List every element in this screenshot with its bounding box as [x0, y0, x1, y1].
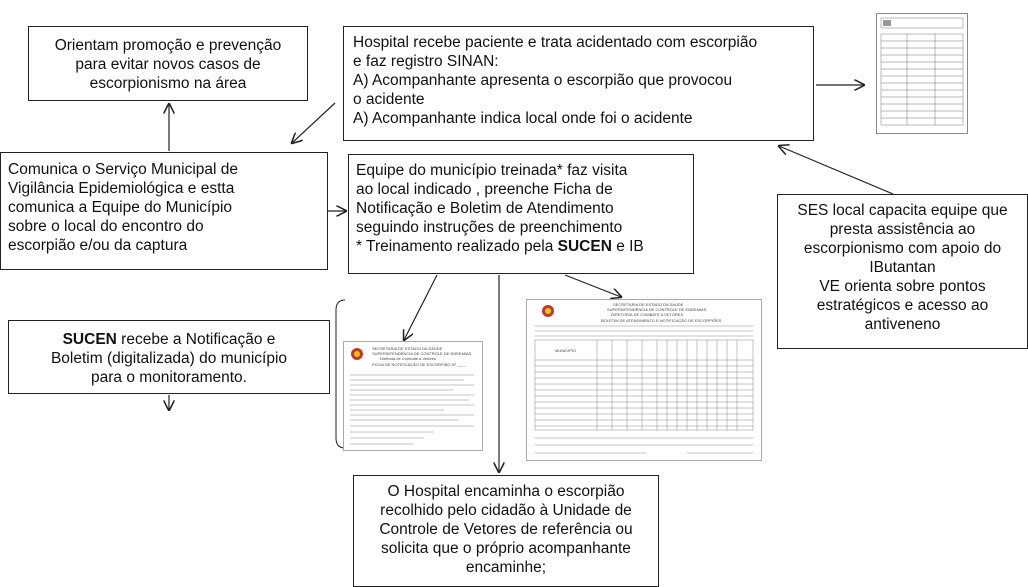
team-line-4: seguindo instruções de preenchimento — [356, 219, 623, 236]
sucen-box: SUCEN recebe a Notificação e Boletim (di… — [8, 320, 330, 394]
referral-line-5: encaminhe; — [465, 559, 547, 576]
hospital-line-2: e faz registro SINAN: — [353, 53, 499, 70]
bulletin-column-header: MUNICÍPIO — [555, 348, 577, 353]
sucen-label: SUCEN — [62, 331, 117, 348]
ses-line-3: escorpionismo com apoio do — [803, 240, 1002, 257]
team-sucen-label: SUCEN — [557, 238, 612, 255]
team-box: Equipe do município treinada* faz visita… — [348, 154, 694, 274]
notification-form-lines — [350, 348, 474, 445]
notification-header-1: SECRETARIA DE ESTADO DA SAÚDE — [372, 346, 443, 351]
prevention-box: Orientam promoção e prevenção para evita… — [28, 26, 308, 101]
ses-line-7: antiveneno — [864, 316, 941, 333]
ses-line-6: estratégicos e acesso ao — [816, 297, 989, 314]
bulletin-header-1: SECRETARIA DE ESTADO DA SAÚDE — [613, 302, 684, 307]
team-training-suffix: e IB — [611, 238, 644, 255]
prevention-line-2: para evitar novos casos de — [75, 56, 261, 73]
sucen-line-3: para o monitoramento. — [91, 369, 247, 386]
team-line-2: ao local indicado , preenche Ficha de — [356, 181, 613, 198]
sucen-line-1-text: recebe a Notificação e — [116, 331, 276, 348]
team-training-prefix: * Treinamento realizado pela — [356, 238, 558, 255]
bulletin-header-2: SUPERINTENDÊNCIA DE CONTROLE DE ENDEMIAS — [607, 307, 707, 312]
notification-header-3: Diretoria de Combate a Vetores — [380, 356, 437, 361]
communicates-line-3: comunica a Equipe do Município — [8, 199, 233, 216]
ses-line-2: presta assistência ao — [829, 221, 976, 238]
bulletin-form-image: SECRETARIA DE ESTADO DA SAÚDE SUPERINTEN… — [526, 299, 762, 461]
sucen-line-1: SUCEN recebe a Notificação e — [9, 330, 329, 349]
communicates-line-1: Comunica o Serviço Municipal de — [8, 161, 239, 178]
referral-box: O Hospital encaminha o escorpião recolhi… — [353, 475, 659, 587]
hospital-line-3: A) Acompanhante apresenta o escorpião qu… — [353, 72, 733, 89]
arrow-ses-to-hospital — [779, 146, 894, 195]
notification-header-4: FICHA DE NOTIFICAÇÃO DE ESCORPIÃO Nº ___… — [372, 362, 466, 367]
hospital-line-5: A) Acompanhante indica local onde foi o … — [353, 110, 693, 127]
arrow-team-to-notification-form — [404, 274, 438, 340]
ses-line-1: SES local capacita equipe que — [797, 202, 1008, 219]
bulletin-header-4: BOLETIM DE ATENDIMENTO E NOTIFICAÇÃO DE … — [601, 318, 722, 323]
team-line-5: * Treinamento realizado pela SUCEN e IB — [356, 237, 693, 256]
communicates-line-5: escorpião e/ou da captura — [8, 237, 188, 254]
team-line-1: Equipe do município treinada* faz visita — [356, 162, 628, 179]
bulletin-header-3: DIRETORIA DE COMBATE A VETORES — [611, 312, 684, 317]
prevention-line-3: escorpionismo na área — [89, 75, 247, 92]
communicates-line-4: sobre o local do encontro do — [8, 218, 204, 235]
communicates-line-2: Vigilância Epidemiológica e estta — [8, 180, 235, 197]
hospital-box: Hospital recebe paciente e trata acident… — [343, 26, 814, 141]
arrow-team-to-bulletin-form — [564, 274, 621, 297]
referral-line-4: solicita que o próprio acompanhante — [381, 540, 631, 557]
hospital-line-1: Hospital recebe paciente e trata acident… — [353, 34, 758, 51]
arrow-hospital-to-communicates — [292, 102, 336, 143]
communicates-box: Comunica o Serviço Municipal de Vigilânc… — [0, 152, 328, 270]
ses-box: SES local capacita equipe que presta ass… — [777, 194, 1028, 349]
brace-notification-form — [335, 299, 346, 449]
ses-line-5: VE orienta sobre pontos — [819, 278, 986, 295]
sinan-form-drawing — [880, 17, 964, 126]
sinan-form-image — [876, 13, 968, 134]
ses-line-4: IButantan — [869, 259, 936, 276]
referral-line-3: Controle de Vetores de referência ou — [379, 521, 633, 538]
sucen-line-2: Boletim (digitalizada) do município — [50, 350, 288, 367]
notification-header-2: SUPERINTENDÊNCIA DE CONTROLE DE ENDEMIAS — [372, 351, 472, 356]
prevention-line-1: Orientam promoção e prevenção — [54, 37, 282, 54]
referral-line-2: recolhido pelo cidadão à Unidade de — [380, 502, 632, 519]
team-line-3: Notificação e Boletim de Atendimento — [356, 200, 614, 217]
hospital-line-4: o acidente — [353, 91, 425, 108]
bulletin-form-grid — [534, 305, 754, 454]
notification-form-image: SECRETARIA DE ESTADO DA SAÚDE SUPERINTEN… — [343, 341, 483, 451]
referral-line-1: O Hospital encaminha o escorpião — [387, 483, 625, 500]
